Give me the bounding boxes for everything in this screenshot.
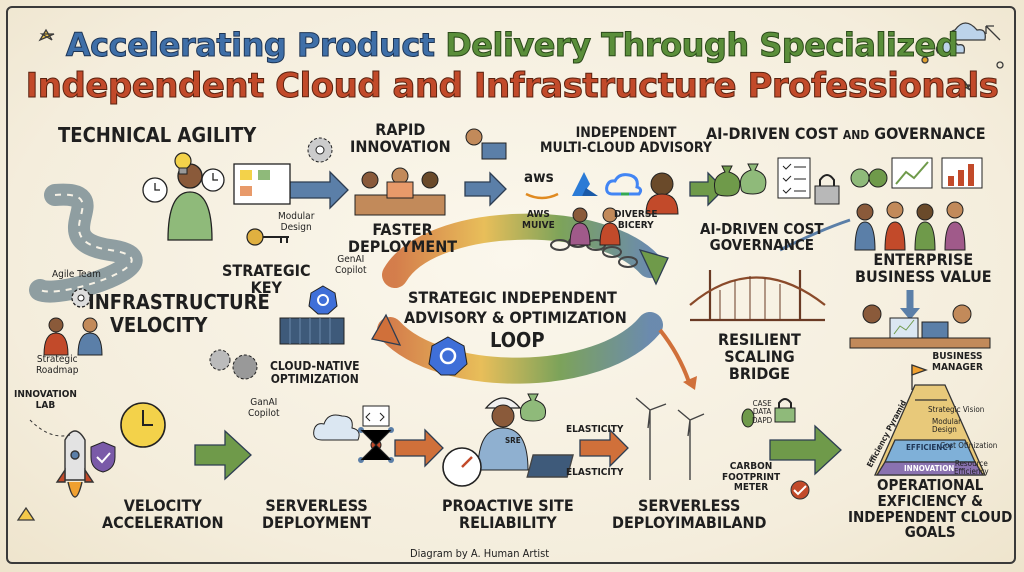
label-diverse-bicery: DIVERSE BICERY	[614, 209, 658, 231]
label-rapid-innovation: RAPID INNOVATION	[350, 120, 451, 156]
cloud-icon	[313, 414, 360, 441]
padlock-icon	[814, 174, 840, 205]
footprint-icon	[741, 408, 755, 428]
label-resource-efficiency: Resource Efficiency	[954, 459, 989, 477]
label-modular-design-2: Modular Design	[932, 417, 962, 435]
label-strategic-vision: Strategic Vision	[928, 405, 985, 414]
label-serverless-deployment: SERVERLESS DEPLOYMENT	[262, 496, 372, 532]
heading-ai-cost-and: AND	[842, 128, 870, 142]
label-strategic-roadmap: Strategic Roadmap	[36, 354, 79, 376]
label-operational-goals: OPERATIONAL EXFICIENCY & INDEPENDENT CLO…	[848, 476, 1013, 542]
label-faster-deployment: FASTER DEPLOYMENT	[348, 220, 458, 256]
label-velocity-acceleration: VELOCITY ACCELERATION	[102, 496, 224, 532]
label-innovation-lab: INNOVATION LAB	[14, 389, 77, 411]
label-sre-tag: SRE	[505, 436, 521, 445]
label-cost-otinization: Cost Otinization	[940, 441, 998, 450]
manager-desk-icon	[849, 304, 991, 349]
title-line-1: Accelerating Product Delivery Through Sp…	[0, 26, 1024, 65]
label-infrastructure: INFRASTRUCTURE	[88, 290, 270, 314]
laptop-person-icon	[465, 128, 507, 160]
title-line-2: Independent Cloud and Infrastructure Pro…	[25, 66, 999, 107]
padlock-icon	[774, 398, 796, 423]
key-icon	[246, 228, 289, 246]
heading-ai-cost-part-1: AI-DRIVEN COST	[706, 124, 838, 143]
label-elasticity-2: ELASTICITY	[566, 467, 624, 478]
title-part-green: Delivery Through Specialized	[445, 26, 959, 65]
aws-logo-icon	[525, 192, 559, 200]
label-credit: Diagram by A. Human Artist	[410, 547, 550, 560]
label-genai-copilot-2: GanAI Copilot	[248, 397, 280, 419]
kubernetes-icon	[308, 285, 338, 315]
diverse-team-icon	[569, 207, 621, 246]
shield-icon	[90, 441, 116, 473]
label-aws-muive: AWS MUIVE	[522, 209, 555, 231]
gear-icon	[307, 137, 333, 163]
google-cloud-logo-icon	[605, 173, 643, 196]
label-serverless-deploy-2: SERVERLESS DEPLOYIMABILAND	[612, 496, 767, 532]
label-velocity: VELOCITY	[110, 313, 208, 337]
money-bag-icon	[520, 393, 546, 422]
charts-icon	[891, 157, 983, 189]
clock-icon	[201, 168, 225, 192]
label-modular-design: Modular Design	[278, 211, 315, 233]
label-agile-team: Agile Team	[52, 269, 101, 280]
loop-title-line-1: STRATEGIC INDEPENDENT	[408, 288, 617, 307]
checklist-icon	[777, 157, 811, 199]
label-aws-logo: aws	[524, 168, 554, 186]
label-resilient-bridge: RESILIENT SCALING BRIDGE	[718, 330, 801, 383]
azure-logo-icon	[572, 172, 598, 196]
big-clock-icon	[120, 402, 166, 448]
label-genai-copilot: GenAI Copilot	[335, 254, 367, 276]
network-nodes-icon	[358, 427, 394, 463]
label-elasticity-1: ELASTICITY	[566, 424, 624, 435]
label-cloud-native-optimization: CLOUD-NATIVE OPTIMIZATION	[270, 359, 360, 386]
label-proactive-sre: PROACTIVE SITE RELIABILITY	[442, 496, 574, 532]
label-innovation-band: INNOVATION	[904, 464, 955, 473]
business-team-icon	[854, 201, 966, 251]
title-part-blue: Accelerating Product	[65, 26, 435, 65]
team-icon	[43, 317, 103, 356]
label-enterprise-value: ENTERPRISE BUSINESS VALUE	[855, 250, 992, 286]
advisor-person-icon	[645, 172, 679, 215]
money-bags-icon	[714, 163, 767, 197]
whiteboard-icon	[233, 163, 291, 205]
label-technical-agility: TECHNICAL AGILITY	[58, 123, 257, 147]
label-carbon-meter: CARBON FOOTPRINT METER	[722, 461, 781, 493]
gauge-icon	[442, 447, 482, 487]
container-icon	[279, 317, 345, 345]
label-ai-cost-governance: AI-DRIVEN COST GOVERNANCE	[700, 220, 824, 254]
gears-cluster-icon	[209, 349, 258, 380]
heading-ai-cost-governance: AI-DRIVEN COST AND GOVERNANCE	[706, 124, 986, 143]
label-case-data: CASE DATA DAPD	[752, 399, 773, 425]
engineer-icon	[477, 397, 529, 471]
heading-ai-cost-part-2: GOVERNANCE	[874, 124, 986, 143]
lightbulb-icon	[174, 152, 192, 175]
loop-title-line-2: ADVISORY & OPTIMIZATION	[404, 308, 627, 327]
money-bags-icon	[850, 168, 888, 188]
kubernetes-icon	[428, 336, 468, 376]
label-strategic-key: STRATEGIC KEY	[222, 261, 311, 297]
sketch-frame	[6, 6, 1016, 564]
label-independent-advisory: INDEPENDENT MULTI-CLOUD ADVISORY	[540, 125, 712, 156]
clock-icon	[142, 177, 168, 203]
label-business-manager: BUSINESS MANAGER	[932, 351, 983, 373]
gear-icon	[71, 288, 91, 308]
team-meeting-icon	[354, 167, 446, 216]
code-icon	[362, 405, 390, 427]
label-efficiency-band: EFFICIENCY	[906, 443, 953, 452]
loop-title-line-3: LOOP	[490, 328, 545, 352]
